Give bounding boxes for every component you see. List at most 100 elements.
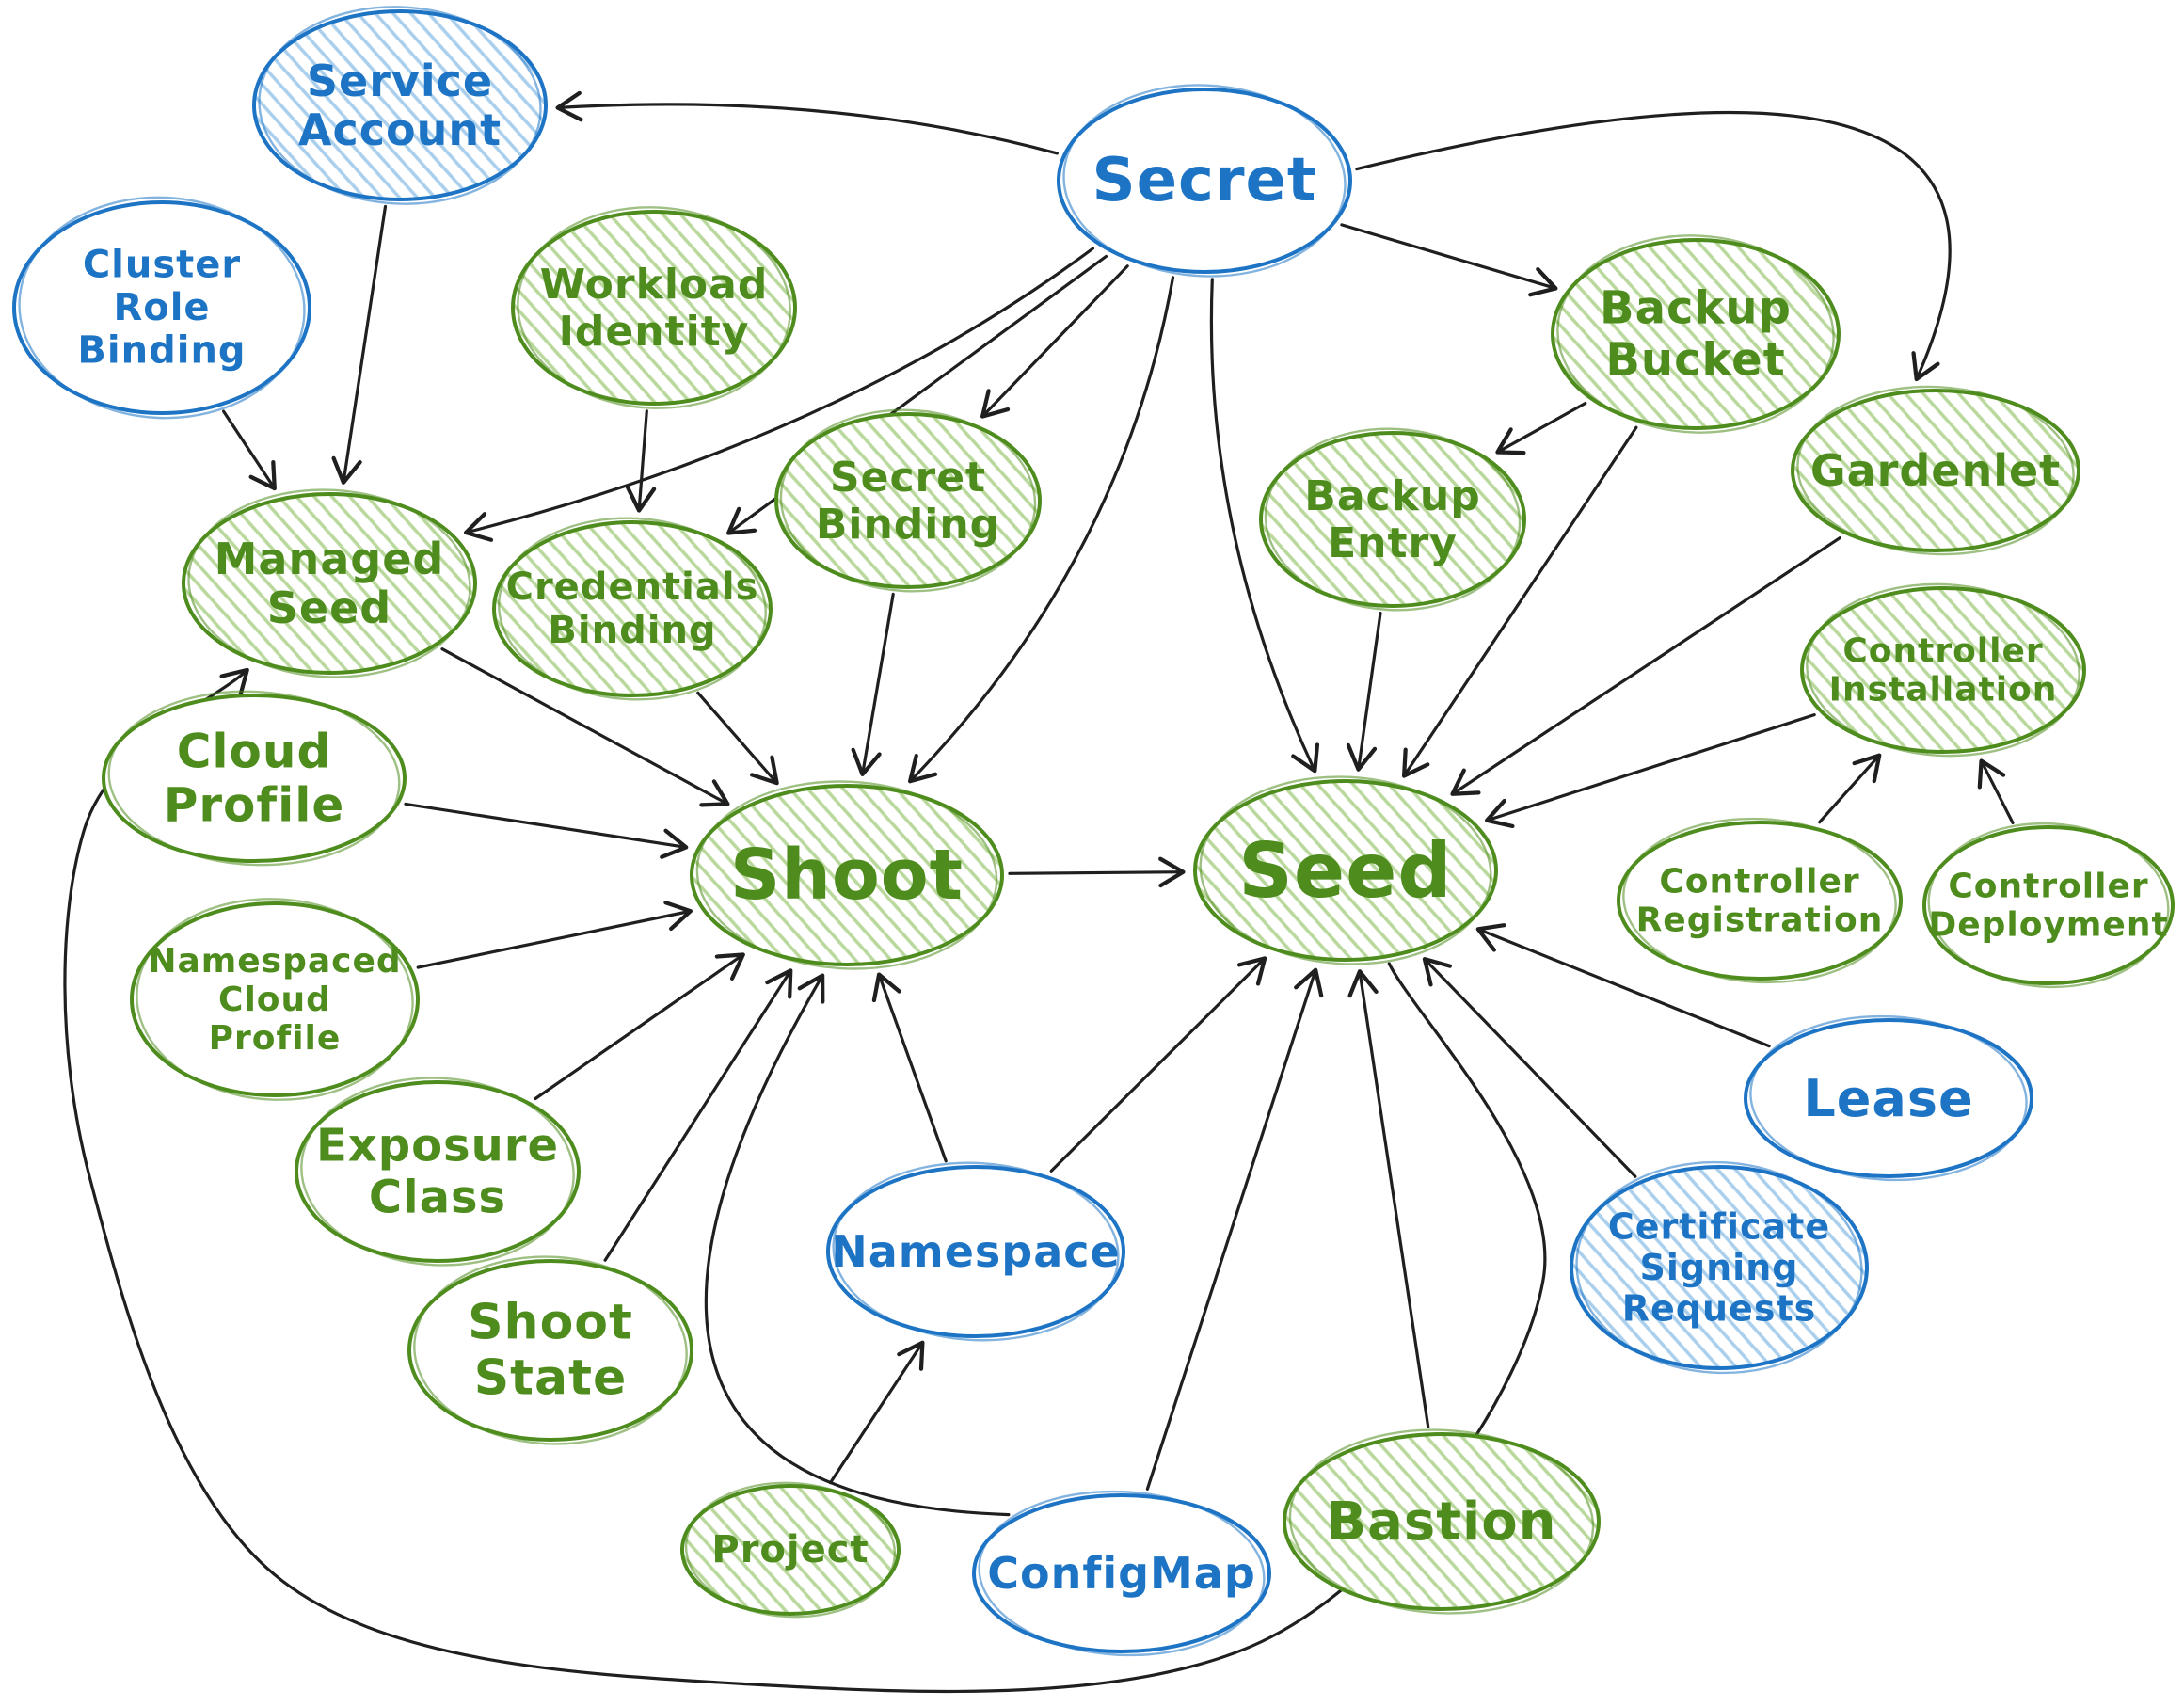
shoot-state-ellipse-shape [407,1259,693,1442]
cloud-profile-ellipse-shape [102,694,407,863]
lease-label: Lease [1803,1069,1973,1128]
edge-secret-to-backup-bucket-arrow [1340,223,1558,297]
lease-ellipse-shape [1744,1018,2033,1178]
secret-binding-ellipse-shape [774,412,1042,589]
controller-deployment-ellipse-shape [1922,825,2175,985]
edge-controller-deployment-to-controller-installation-arrow [1977,758,2015,824]
edge-cluster-role-binding-to-managed-seed-arrow [222,409,277,491]
controller-installation-ellipse-shape [1800,586,2086,754]
cluster-role-binding-ellipse-shape [12,200,311,415]
edge-credentials-binding-to-shoot-arrow [696,691,779,786]
namespaced-cloud-profile-sketch-outline [136,898,414,1101]
service-account-ellipse-shape [252,9,548,201]
edge-cloud-profile-to-shoot-arrow [404,802,689,859]
bastion-sketch-outline [1288,1428,1595,1615]
edge-secret-to-shoot-arrow [907,276,1175,784]
exposure-class-ellipse-shape [295,1080,581,1263]
gardenlet-label: Gardenlet [1810,445,2061,496]
node-bastion: Bastion [1283,1428,1601,1615]
cluster-role-binding-sketch-outline [18,196,306,420]
node-project: Project [680,1481,901,1619]
seed-ellipse-shape [1193,779,1498,962]
edge-backup-bucket-to-backup-entry-arrow [1495,401,1587,455]
edge-namespace-to-shoot-arrow [871,972,948,1163]
edge-secret-to-secret-binding-arrow [980,264,1129,419]
edges-layer [63,90,2015,1694]
namespace-sketch-outline [832,1161,1120,1342]
secret-sketch-outline [1062,84,1347,278]
namespace-ellipse-shape [826,1165,1125,1338]
node-seed: Seed [1193,775,1498,965]
shoot-label: Shoot [730,835,964,916]
project-ellipse-shape [680,1484,901,1616]
bastion-label: Bastion [1326,1492,1556,1553]
namespaced-cloud-profile-ellipse-shape [130,901,420,1097]
namespace-label: Namespace [831,1226,1120,1277]
edge-lease-to-seed-arrow [1475,923,1771,1048]
edge-controller-registration-to-controller-installation-arrow [1818,753,1882,824]
edge-project-to-namespace-arrow [828,1340,925,1485]
node-secret: Secret [1057,84,1352,278]
node-gardenlet: Gardenlet [1791,385,2080,556]
managed-seed-sketch-outline [187,488,471,678]
secret-ellipse-shape [1057,88,1352,274]
node-configmap: ConfigMap [972,1490,1271,1657]
edge-managed-seed-to-shoot-arrow [440,647,730,807]
edge-configmap-to-shoot-arrow [704,973,1011,1517]
controller-registration-ellipse-shape [1617,821,1903,981]
shoot-state-sketch-outline [413,1255,688,1445]
controller-installation-sketch-outline [1806,582,2080,758]
certificate-signing-requests-sketch-outline [1575,1160,1863,1375]
edge-secret-to-service-account-arrow [555,90,1059,155]
edge-secret-binding-to-shoot-arrow [851,592,895,777]
seed-label: Seed [1238,827,1452,915]
shoot-ellipse-shape [690,784,1004,966]
edge-workload-identity-to-credentials-binding-arrow [625,409,657,513]
project-label: Project [711,1528,869,1571]
credentials-binding-sketch-outline [498,517,767,701]
edge-secret-to-managed-seed-arrow [464,247,1094,542]
edge-namespaced-cloud-profile-to-shoot-arrow [416,901,693,969]
edge-secret-to-seed-arrow [1209,278,1320,774]
edge-backup-bucket-to-seed-arrow [1401,425,1638,778]
exposure-class-sketch-outline [300,1077,575,1267]
lease-sketch-outline [1749,1014,2028,1182]
edge-secret-to-gardenlet-arrow [1355,111,1952,382]
edge-gardenlet-to-seed-arrow [1450,536,1841,796]
controller-registration-sketch-outline [1622,817,1897,984]
secret-label: Secret [1092,146,1317,215]
edge-configmap-to-seed-arrow [1145,967,1324,1491]
shoot-sketch-outline [695,780,998,970]
edge-namespace-to-seed-arrow [1049,956,1267,1173]
node-shoot: Shoot [690,780,1004,970]
bastion-ellipse-shape [1283,1432,1601,1611]
secret-binding-sketch-outline [779,408,1037,593]
edge-bastion-to-seed-arrow [1347,969,1430,1428]
workload-identity-ellipse-shape [511,210,797,406]
edge-exposure-class-to-shoot-arrow [534,952,745,1101]
seed-sketch-outline [1199,775,1492,965]
backup-entry-ellipse-shape [1259,431,1526,608]
